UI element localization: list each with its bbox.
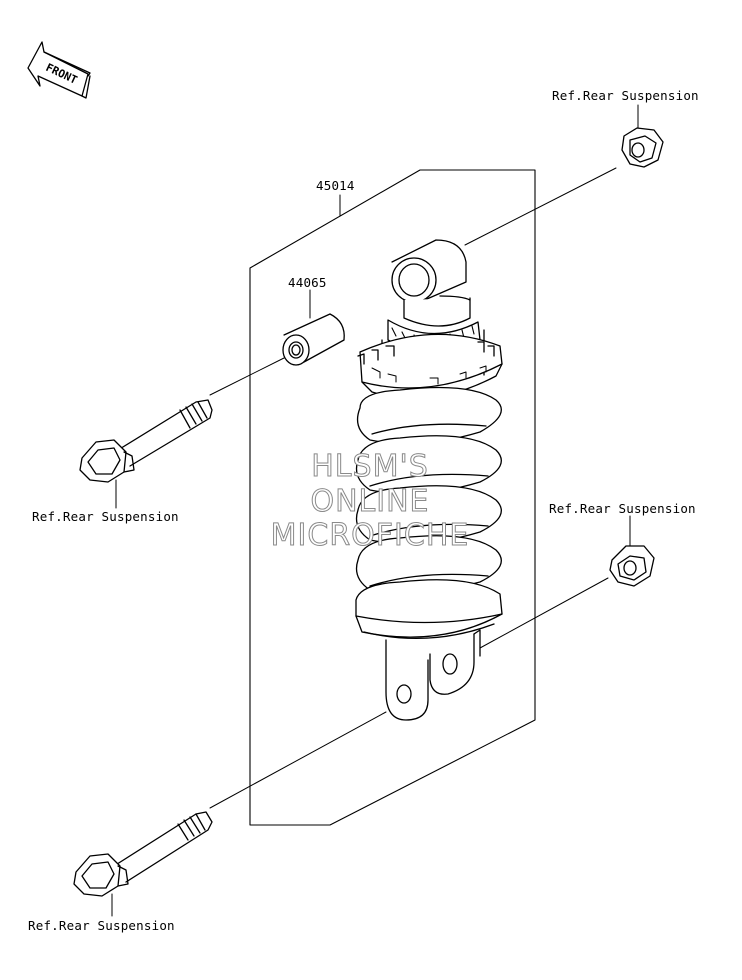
ref-label-upper-bolt: Ref.Rear Suspension (32, 509, 179, 524)
ref-label-lower-bolt: Ref.Rear Suspension (28, 918, 175, 933)
collar-part-number: 44065 (288, 275, 327, 290)
assembly-bracket (249, 169, 536, 826)
watermark-line-2: ONLINE (310, 483, 430, 519)
front-arrow-icon: FRONT (27, 41, 91, 99)
ref-label-top-nut: Ref.Rear Suspension (552, 88, 699, 103)
watermark: HLSM'S ONLINE MICROFICHE (250, 449, 490, 554)
watermark-line-1: HLSM'S (311, 449, 429, 484)
lower-nut (609, 545, 655, 587)
top-nut (621, 127, 664, 168)
collar-44065 (282, 313, 345, 366)
shock-absorber (355, 239, 503, 721)
assembly-part-number: 45014 (316, 178, 355, 193)
upper-bolt (79, 399, 213, 483)
watermark-line-3: MICROFICHE (270, 518, 470, 553)
lower-bolt (73, 811, 213, 897)
ref-label-lower-nut: Ref.Rear Suspension (549, 501, 696, 516)
